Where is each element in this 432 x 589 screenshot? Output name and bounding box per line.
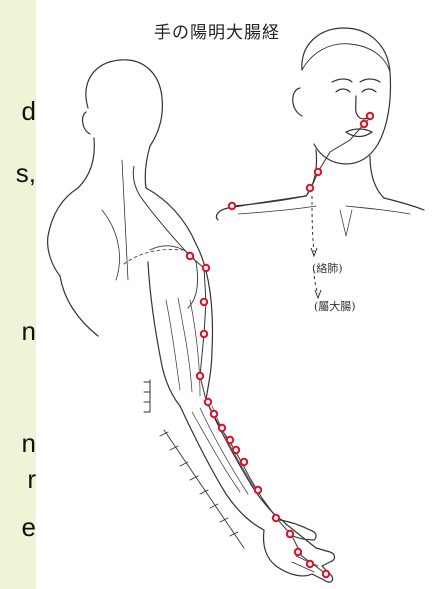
acupoint xyxy=(361,121,367,127)
acupoint xyxy=(201,331,207,337)
meridian-path xyxy=(133,118,370,574)
acupoint xyxy=(307,185,313,191)
front-ear xyxy=(293,88,302,116)
acupoint xyxy=(315,169,321,175)
acupoint xyxy=(219,425,225,431)
acupoint xyxy=(367,113,373,119)
front-hair xyxy=(302,44,390,72)
acupoint xyxy=(229,203,235,209)
acupoint xyxy=(255,487,261,493)
front-head-outline xyxy=(302,28,391,164)
back-shoulder-right xyxy=(146,188,196,244)
meridian-internal-branch xyxy=(312,196,318,294)
acupoint xyxy=(241,459,247,465)
acupoint xyxy=(287,531,293,537)
acupoint xyxy=(307,561,313,567)
back-torso-left xyxy=(60,276,98,336)
shoulder-dotted xyxy=(124,250,182,264)
back-scapula xyxy=(102,210,120,280)
acupoint xyxy=(227,437,233,443)
front-clavicle xyxy=(238,206,410,214)
acupoint xyxy=(203,265,209,271)
meridian-line-hand-to-elbow xyxy=(200,376,326,574)
front-chest-lines xyxy=(340,210,352,236)
acupoint xyxy=(211,411,217,417)
acupoints xyxy=(187,113,373,577)
acupoint xyxy=(295,549,301,555)
acupoint xyxy=(323,571,329,577)
acupoint xyxy=(205,399,211,405)
acupoint xyxy=(201,299,207,305)
front-brows xyxy=(332,79,380,82)
acupoint xyxy=(273,515,279,521)
back-neck-left xyxy=(78,138,94,188)
scale-upper-arm xyxy=(144,380,150,412)
acupoint xyxy=(187,253,193,259)
front-eyes xyxy=(336,89,376,92)
back-spine-hint xyxy=(122,160,128,280)
meridian-line-arm-to-shoulder xyxy=(190,256,206,376)
back-shoulder-left xyxy=(48,188,78,276)
biceps-lines xyxy=(166,298,200,396)
back-ear-outline xyxy=(83,112,90,134)
upper-arm-inner xyxy=(148,262,180,406)
back-head-outline xyxy=(86,60,162,188)
meridian-line-shoulder-to-neck xyxy=(133,166,190,256)
acupoint xyxy=(197,373,203,379)
acupoint xyxy=(233,447,239,453)
front-shoulders xyxy=(216,196,424,220)
